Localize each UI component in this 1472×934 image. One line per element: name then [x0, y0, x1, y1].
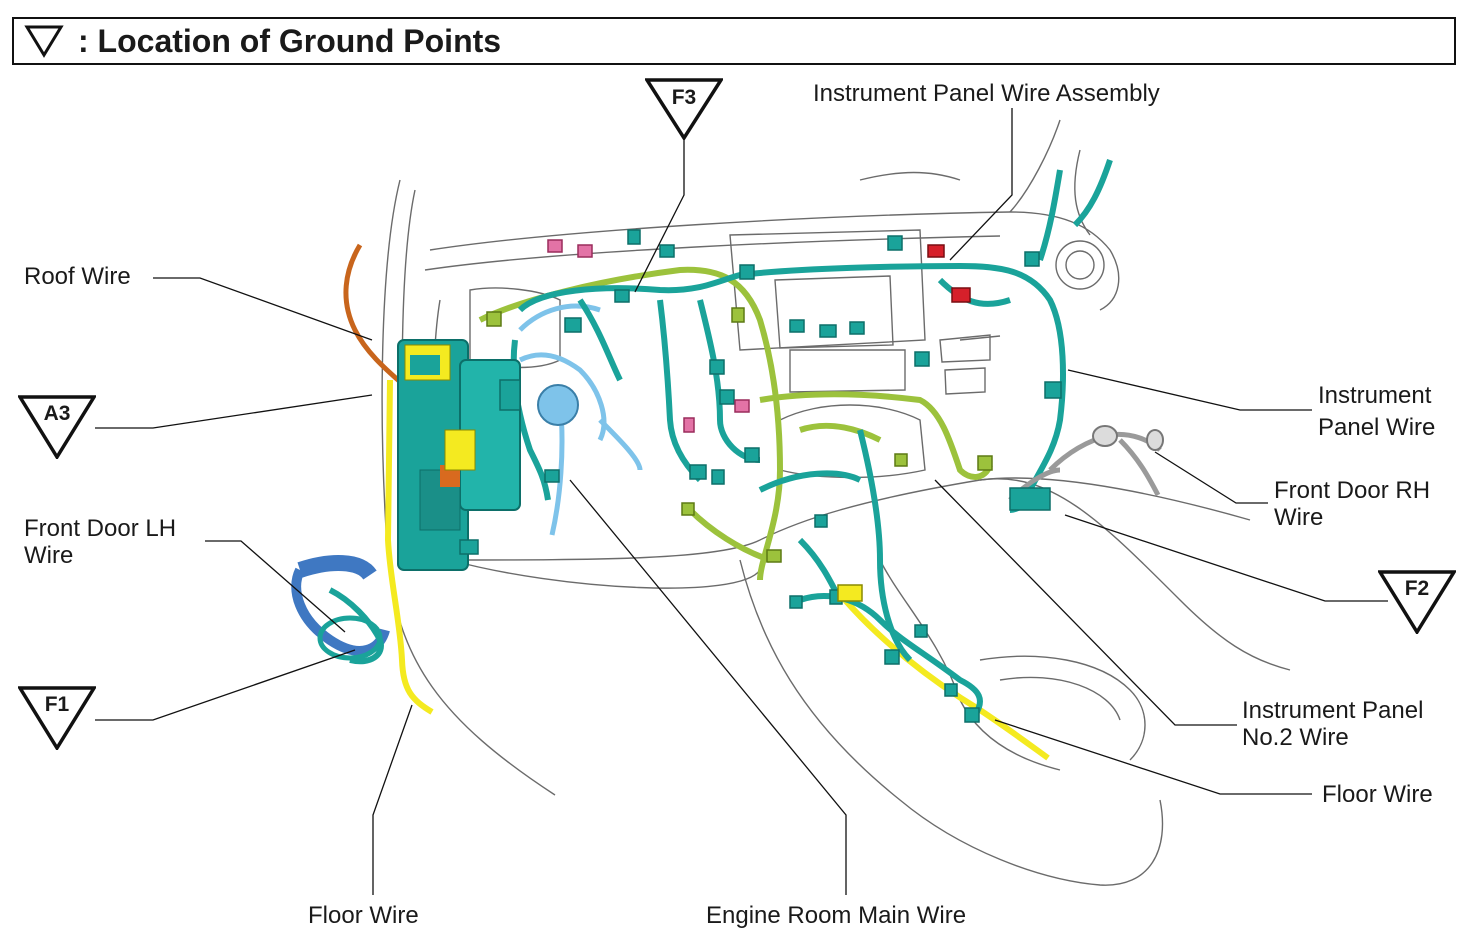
label-front-door-lh-wire-line2: Wire: [24, 542, 74, 569]
title-bar: : Location of Ground Points: [12, 17, 1456, 65]
green-connectors: [486, 307, 993, 563]
ground-point-f1: F1: [16, 686, 98, 752]
label-engine-room-main-wire: Engine Room Main Wire: [706, 902, 967, 929]
ground-point-label: A3: [43, 402, 71, 425]
floor-wire-harness-right: [842, 598, 1050, 761]
yellow-connectors: [837, 584, 863, 602]
label-instrument-panel-wire-assembly: Instrument Panel Wire Assembly: [813, 80, 1160, 107]
label-instrument-panel-wire-line2: Panel Wire: [1318, 414, 1436, 441]
teal-connectors: [459, 229, 1062, 723]
red-connectors: [927, 244, 971, 303]
label-front-door-rh-wire-line1: Front Door RH: [1274, 477, 1431, 504]
ground-point-f3: F3: [643, 78, 725, 142]
ground-triangle-icon: [643, 78, 725, 142]
ground-triangle-icon: [1376, 570, 1458, 636]
ground-point-f2: F2: [1376, 570, 1458, 636]
ground-triangle-icon: [24, 25, 64, 58]
label-front-door-rh-wire-line2: Wire: [1274, 504, 1324, 531]
ground-point-label: F1: [44, 693, 70, 716]
left-junction-cluster: [397, 339, 521, 571]
label-roof-wire: Roof Wire: [24, 263, 131, 290]
pink-connectors: [547, 239, 750, 433]
ground-triangle-icon: [16, 395, 98, 461]
engine-room-main-harness: [518, 303, 643, 536]
ground-triangle-icon: [16, 686, 98, 752]
front-door-lh-harness: [291, 555, 390, 665]
page-title: : Location of Ground Points: [78, 23, 502, 59]
leader-lines: [95, 108, 1388, 895]
ground-point-a3: A3: [16, 395, 98, 461]
label-instrument-panel-wire-line1: Instrument: [1318, 382, 1432, 409]
label-instrument-panel-no2-wire-line1: Instrument Panel: [1242, 697, 1424, 724]
label-front-door-lh-wire-line1: Front Door LH: [24, 515, 177, 542]
label-floor-wire-bottom: Floor Wire: [308, 902, 419, 929]
ground-point-label: F2: [1404, 577, 1430, 600]
ground-point-label: F3: [671, 86, 697, 109]
label-instrument-panel-no2-wire-line2: No.2 Wire: [1242, 724, 1349, 751]
floor-wire-harness-left: [384, 379, 434, 715]
label-floor-wire-right: Floor Wire: [1322, 781, 1433, 808]
